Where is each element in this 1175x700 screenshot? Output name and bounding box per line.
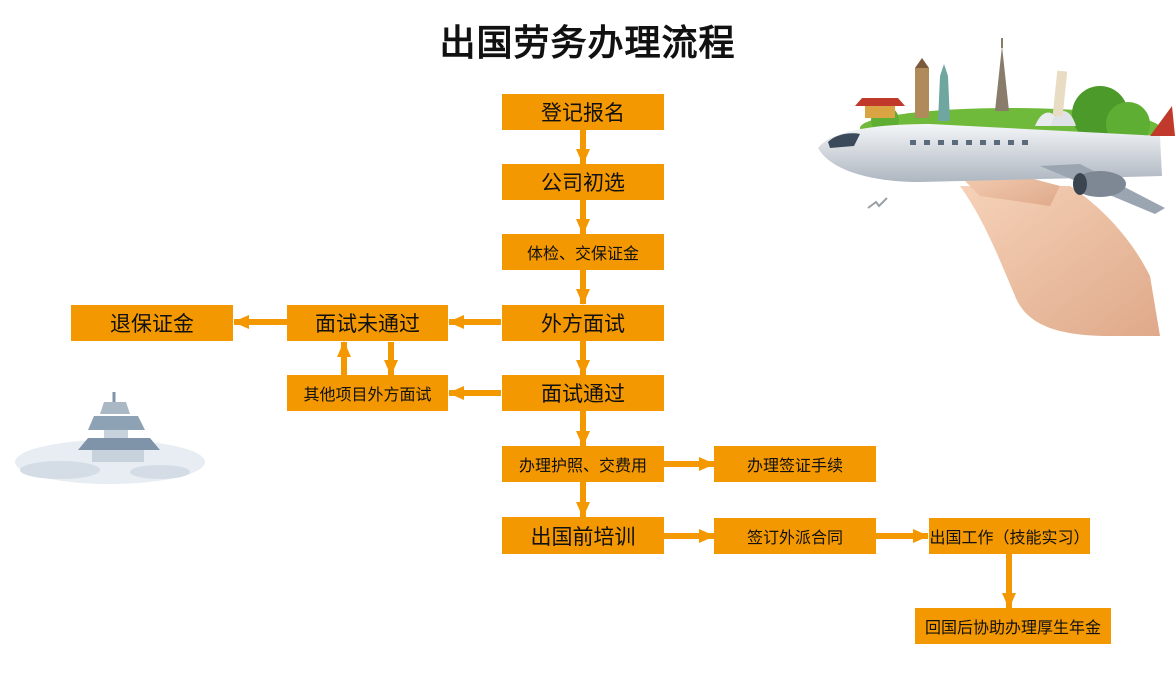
node-refund: 退保证金	[71, 305, 233, 341]
node-passed: 面试通过	[502, 375, 664, 411]
airplane-illustration	[818, 38, 1175, 336]
node-work: 出国工作（技能实习）	[929, 518, 1090, 554]
node-failed: 面试未通过	[287, 305, 448, 341]
temple-illustration	[15, 392, 205, 484]
node-other-projects: 其他项目外方面试	[287, 375, 448, 411]
node-visa: 办理签证手续	[714, 446, 876, 482]
page-title: 出国劳务办理流程	[439, 23, 736, 64]
node-training: 出国前培训	[502, 517, 664, 554]
node-contract: 签订外派合同	[714, 518, 876, 554]
node-interview: 外方面试	[502, 305, 664, 341]
node-pension: 回国后协助办理厚生年金	[915, 608, 1111, 644]
node-medical: 体检、交保证金	[502, 234, 664, 270]
node-passport: 办理护照、交费用	[502, 446, 664, 482]
node-prescreen: 公司初选	[502, 164, 664, 200]
node-register: 登记报名	[502, 94, 664, 130]
